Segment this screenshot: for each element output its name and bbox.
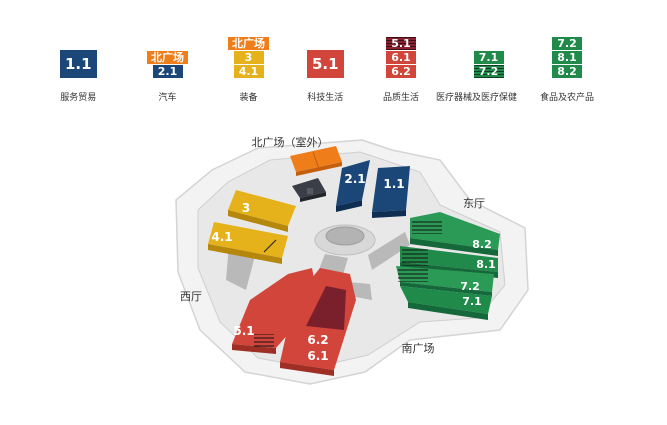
legend-chips: 7.2 8.1 8.2 <box>552 30 582 78</box>
west-hall-label: 西厅 <box>180 290 202 303</box>
legend-quality-life: 5.1 6.1 6.2 品质生活 <box>383 30 419 103</box>
legend-chip: 7.1 <box>473 51 504 64</box>
legend-chip: 1.1 <box>60 50 97 78</box>
legend-chips: 北广场 2.1 <box>147 30 188 78</box>
legend-chip: 3 <box>233 51 264 64</box>
hall-8-1-label: 8.1 <box>476 258 496 271</box>
legend-chip: 4.1 <box>233 65 264 78</box>
legend-label: 食品及农产品 <box>540 93 595 103</box>
legend-chip: 6.1 <box>386 51 416 64</box>
legend-service-trade: 1.1 服务贸易 <box>60 30 97 103</box>
legend-chip: 8.2 <box>552 65 582 78</box>
hall-4-1-label: 4.1 <box>211 230 232 244</box>
hall-5-1: 5.1 <box>232 268 318 354</box>
legend-chip: 7.2 <box>552 37 582 50</box>
hall-2-1-label: 2.1 <box>344 172 365 186</box>
legend-chip: 7.2 <box>473 65 504 78</box>
hall-7-1: 7.1 <box>400 286 492 320</box>
hall-8-2: 8.2 <box>410 212 500 256</box>
hall-6-1-label: 6.1 <box>307 349 328 363</box>
north-plaza-hall <box>290 146 342 176</box>
legend-chip: 北广场 <box>228 37 269 50</box>
legend-label: 品质生活 <box>383 93 420 103</box>
legend-chip: 2.1 <box>152 65 183 78</box>
legend-tech-life: 5.1 科技生活 <box>307 30 344 103</box>
hall-3-label: 3 <box>242 201 250 215</box>
legend-chips: 北广场 3 4.1 <box>228 30 269 78</box>
hall-6: 6.2 6.1 <box>280 268 356 376</box>
legend-label: 汽车 <box>158 93 177 103</box>
hall-4-1: 4.1 <box>208 222 288 264</box>
hall-1-1-label: 1.1 <box>383 177 404 191</box>
legend-chips: 7.1 7.2 <box>450 30 504 78</box>
legend-label: 医疗器械及医疗保健 <box>436 93 518 103</box>
legend-equipment: 北广场 3 4.1 装备 <box>228 30 269 103</box>
south-plaza-label: 南广场 <box>402 341 435 355</box>
hall-7-2-label: 7.2 <box>460 280 480 293</box>
legend-chip: 6.2 <box>386 65 416 78</box>
legend-food-agri: 7.2 8.1 8.2 食品及农产品 <box>540 30 594 103</box>
legend-label: 服务贸易 <box>60 93 97 103</box>
legend-chips: 5.1 6.1 6.2 <box>386 30 416 78</box>
legend-chip: 5.1 <box>307 50 344 78</box>
hall-8-2-label: 8.2 <box>472 238 492 251</box>
legend-chips: 5.1 <box>307 30 344 78</box>
legend: 1.1 服务贸易 北广场 2.1 汽车 北广场 3 4.1 装备 5.1 科技生… <box>0 0 667 110</box>
north-entrance-building: ||| <box>292 178 326 202</box>
legend-chips: 1.1 <box>60 30 97 78</box>
svg-text:|||: ||| <box>307 188 313 195</box>
legend-chip: 北广场 <box>147 51 188 64</box>
central-rotunda <box>314 224 376 256</box>
legend-chip: 5.1 <box>386 37 416 50</box>
hall-7-1-label: 7.1 <box>462 295 482 308</box>
legend-label: 装备 <box>239 93 258 103</box>
legend-automobile: 北广场 2.1 汽车 <box>147 30 188 103</box>
hall-3: 3 <box>228 190 296 232</box>
hall-7-2: 7.2 <box>396 266 494 296</box>
legend-medical: 7.1 7.2 医疗器械及医疗保健 <box>436 30 517 103</box>
hall-5-1-label: 5.1 <box>233 324 254 338</box>
legend-chip: 8.1 <box>552 51 582 64</box>
hall-2-1: 2.1 <box>336 160 370 212</box>
hall-6-2-label: 6.2 <box>307 333 328 347</box>
east-hall-label: 东厅 <box>463 197 485 210</box>
legend-label: 科技生活 <box>307 93 344 103</box>
north-plaza-label: 北广场（室外） <box>252 135 329 149</box>
hall-1-1: 1.1 <box>372 166 410 218</box>
